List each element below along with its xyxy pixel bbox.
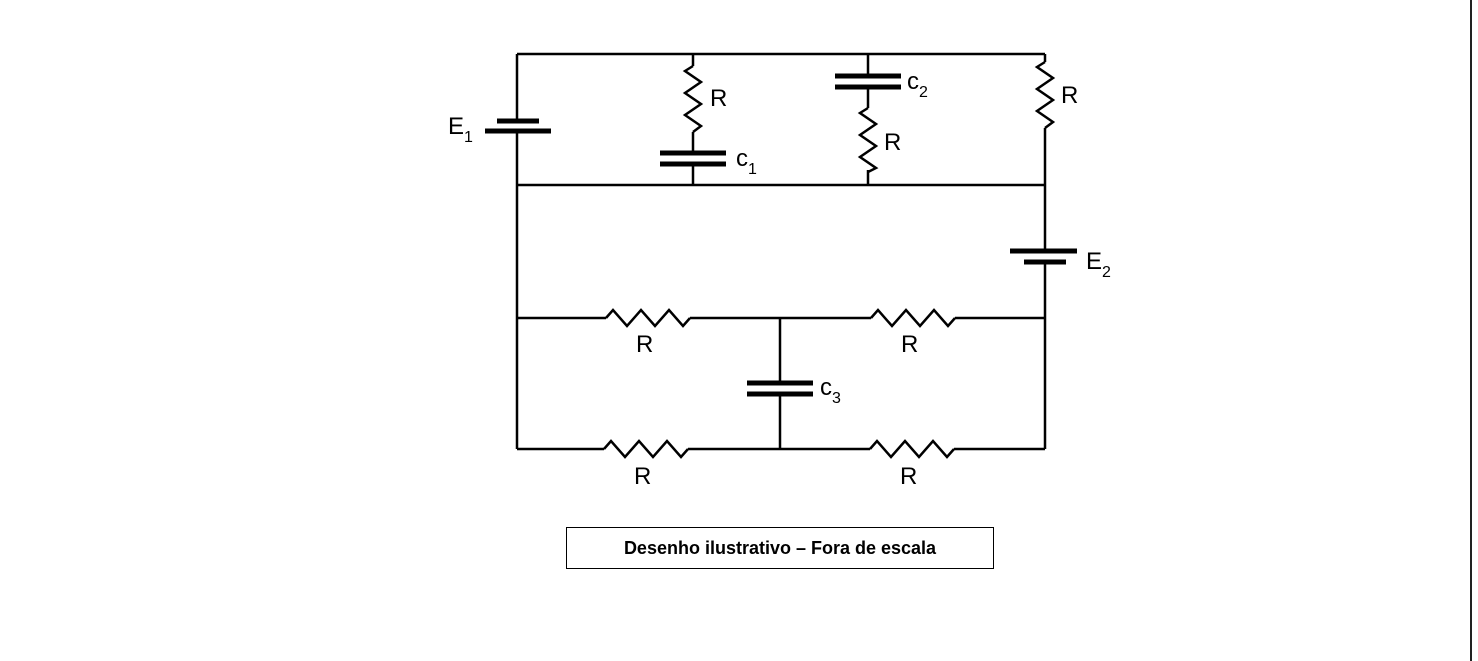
label-c2: c2 bbox=[907, 68, 928, 101]
page-edge-line bbox=[1470, 0, 1472, 661]
capacitor-c2-symbol bbox=[835, 73, 901, 90]
label-r-row2-left: R bbox=[634, 463, 651, 490]
label-r-branch3: R bbox=[1061, 82, 1078, 109]
label-r-branch1: R bbox=[710, 85, 727, 112]
label-e2: E2 bbox=[1086, 248, 1111, 281]
resistor-branch2-symbol bbox=[857, 106, 879, 174]
battery-e1-symbol bbox=[485, 118, 551, 134]
caption-box: Desenho ilustrativo – Fora de escala bbox=[566, 527, 994, 569]
label-c1: c1 bbox=[736, 145, 757, 178]
resistor-row2-right-symbol bbox=[869, 439, 955, 459]
label-r-row1-right: R bbox=[901, 331, 918, 358]
resistor-row1-right-symbol bbox=[870, 308, 956, 328]
resistor-branch1-symbol bbox=[682, 64, 704, 133]
resistor-branch3-symbol bbox=[1034, 60, 1056, 129]
capacitor-c3-symbol bbox=[747, 380, 813, 397]
resistor-row2-left-symbol bbox=[603, 439, 689, 459]
label-e1: E1 bbox=[448, 113, 473, 146]
resistor-row1-left-symbol bbox=[605, 308, 691, 328]
wires bbox=[515, 52, 1047, 451]
label-r-branch2: R bbox=[884, 129, 901, 156]
label-r-row1-left: R bbox=[636, 331, 653, 358]
capacitor-c1-symbol bbox=[660, 150, 726, 167]
label-c3: c3 bbox=[820, 374, 841, 407]
battery-e2-symbol bbox=[1010, 248, 1077, 265]
caption-text: Desenho ilustrativo – Fora de escala bbox=[623, 537, 937, 558]
label-r-row2-right: R bbox=[900, 463, 917, 490]
